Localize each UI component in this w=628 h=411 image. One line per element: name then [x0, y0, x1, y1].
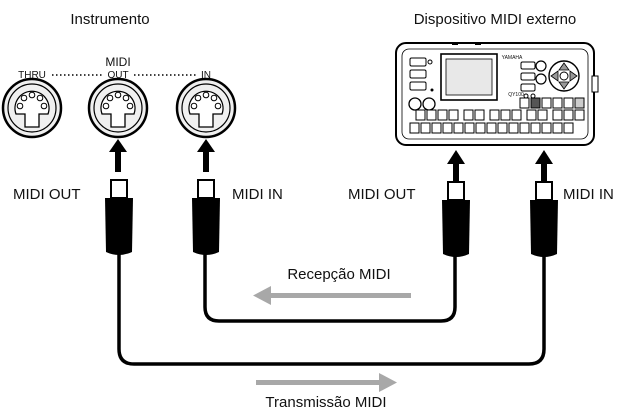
midi-out-port	[87, 77, 149, 139]
transmission-flow-arrow	[256, 373, 397, 392]
device-brand: YAMAHA	[502, 55, 523, 61]
right-in-plug	[529, 181, 559, 258]
left-midi-out-label: MIDI OUT	[13, 186, 81, 203]
midi-in-port	[175, 77, 237, 139]
out-label: OUT	[107, 70, 128, 81]
transmission-cable	[117, 250, 546, 366]
external-midi-device: YAMAHA QY100	[395, 42, 599, 146]
midi-cables	[117, 250, 546, 366]
arrow-to-device-in	[541, 162, 547, 182]
reception-cable	[203, 250, 457, 323]
arrow-to-in-port	[203, 150, 209, 172]
right-midi-out-label: MIDI OUT	[348, 186, 416, 203]
right-midi-in-label: MIDI IN	[563, 186, 614, 203]
arrow-to-out-port	[115, 150, 121, 172]
left-out-plug	[104, 179, 134, 256]
midi-thru-port	[1, 77, 63, 139]
midi-group-label: MIDI	[105, 55, 130, 69]
thru-label: THRU	[18, 70, 46, 81]
reception-label: Recepção MIDI	[287, 266, 390, 283]
external-device-heading: Dispositivo MIDI externo	[414, 11, 577, 28]
arrow-to-device-out	[453, 162, 459, 182]
left-in-plug	[191, 179, 221, 256]
reception-flow-arrow	[253, 286, 411, 305]
transmission-label: Transmissão MIDI	[265, 394, 386, 411]
device-model: QY100	[508, 92, 524, 98]
right-out-plug	[441, 181, 471, 258]
connection-arrows	[109, 139, 553, 182]
left-midi-in-label: MIDI IN	[232, 186, 283, 203]
in-label: IN	[201, 70, 211, 81]
instrument-heading: Instrumento	[70, 11, 149, 28]
